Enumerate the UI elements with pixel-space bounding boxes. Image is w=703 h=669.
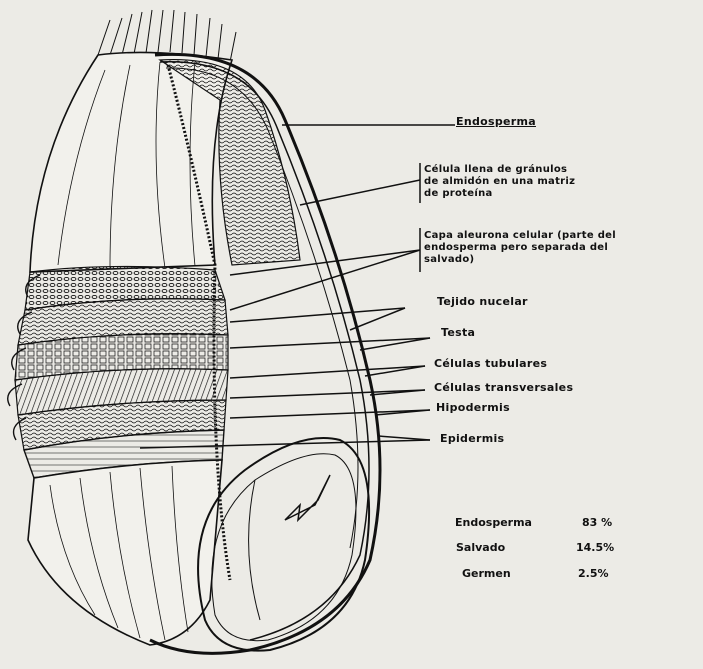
composition-name-germen: Germen	[462, 567, 511, 580]
label-epidermis: Epidermis	[440, 433, 504, 445]
composition-name-endosperma: Endosperma	[455, 516, 532, 529]
label-capa-aleurona: Capa aleurona celular (parte del endospe…	[424, 230, 616, 266]
composition-value-salvado: 14.5%	[576, 541, 614, 554]
grain-base	[28, 460, 222, 645]
label-tejido-nucelar: Tejido nucelar	[437, 296, 528, 308]
composition-name-salvado: Salvado	[456, 541, 505, 554]
label-endosperma: Endosperma	[456, 116, 536, 128]
label-hipodermis: Hipodermis	[436, 402, 510, 414]
label-testa: Testa	[441, 327, 475, 339]
composition-value-endosperma: 83 %	[582, 516, 612, 529]
label-celula-llena: Célula llena de gránulos de almidón en u…	[424, 164, 575, 200]
composition-value-germen: 2.5%	[578, 567, 609, 580]
label-celulas-tubulares: Células tubulares	[434, 358, 547, 370]
label-celulas-transversales: Células transversales	[434, 382, 573, 394]
bran-layers	[8, 52, 232, 478]
